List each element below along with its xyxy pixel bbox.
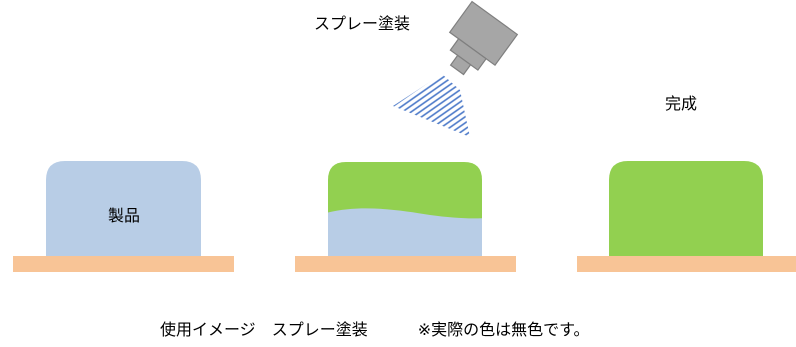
uncoated-area: [328, 208, 482, 256]
caption-usage: 使用イメージ: [160, 320, 256, 339]
product-label: 製品: [108, 206, 141, 225]
stage-done: [577, 161, 796, 272]
stage-product: [13, 161, 234, 272]
caption-spray: スプレー塗装: [271, 320, 368, 339]
stand-right: [577, 256, 796, 272]
done-label: 完成: [665, 94, 698, 113]
spray-gun-icon: [448, 0, 519, 76]
stand-left: [13, 256, 234, 272]
spray-mist-icon: [393, 74, 470, 137]
spray-label: スプレー塗装: [314, 14, 411, 33]
stand-middle: [295, 256, 516, 272]
caption-note: ※実際の色は無色です。: [417, 320, 590, 339]
product-block: [46, 161, 201, 256]
caption: 使用イメージスプレー塗装 ※実際の色は無色です。: [160, 322, 590, 338]
stage-spraying: [295, 162, 516, 272]
coated-block: [609, 161, 763, 256]
